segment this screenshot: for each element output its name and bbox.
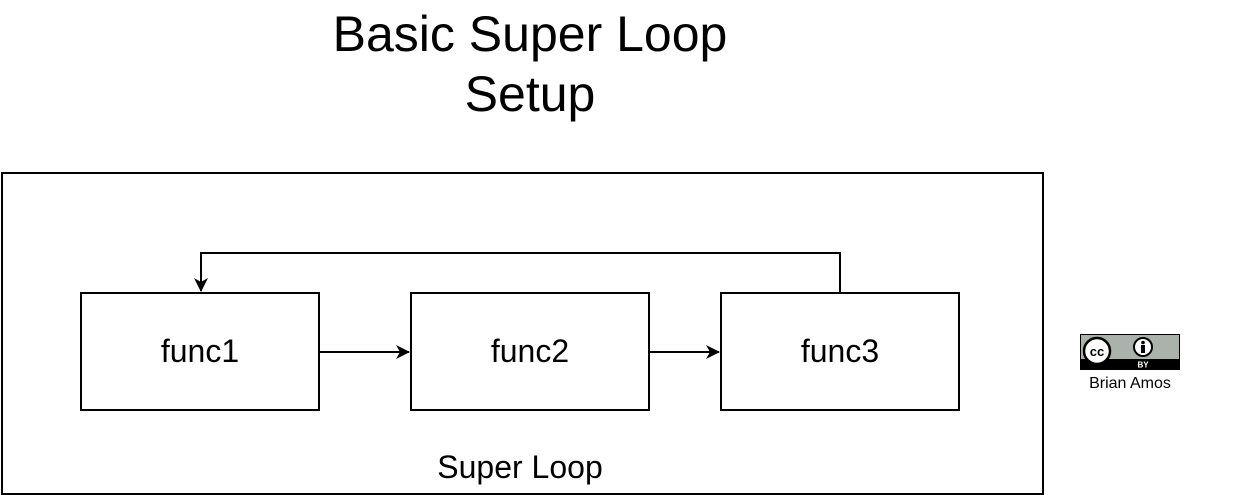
func2-label: func2 bbox=[490, 333, 570, 369]
func2-box: func2 bbox=[410, 292, 650, 411]
diagram-title-line-2: Setup bbox=[464, 66, 596, 122]
creative-commons-by-icon: cc BY bbox=[1080, 334, 1180, 370]
author-attribution: Brian Amos bbox=[1089, 375, 1171, 392]
svg-text:cc: cc bbox=[1090, 344, 1104, 359]
license-by-text: BY bbox=[1137, 361, 1149, 370]
cc-icon: cc bbox=[1082, 336, 1112, 366]
func1-box: func1 bbox=[80, 292, 320, 411]
func3-box: func3 bbox=[720, 292, 960, 411]
attribution-person-icon bbox=[1133, 337, 1153, 357]
func3-label: func3 bbox=[800, 333, 880, 369]
diagram-title: Basic Super Loop Setup bbox=[230, 4, 830, 124]
super-loop-label: Super Loop bbox=[437, 449, 603, 485]
diagram-title-line-1: Basic Super Loop bbox=[332, 6, 728, 62]
func1-label: func1 bbox=[160, 333, 240, 369]
